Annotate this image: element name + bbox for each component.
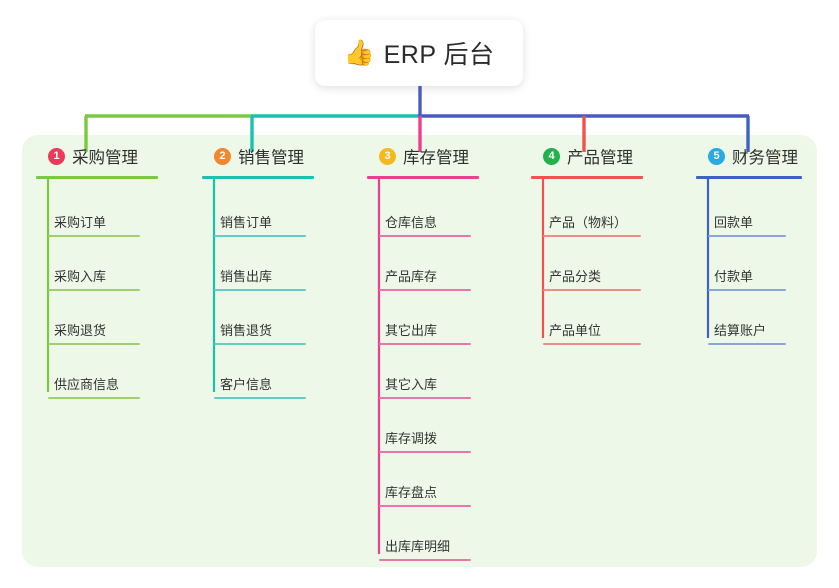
menu-item-label: 回款单 — [714, 215, 754, 230]
menu-item-rule — [379, 343, 471, 345]
category-title: 产品管理 — [567, 149, 633, 167]
branch-column-4: 4 产品管理产品（物料） 产品分类产品单位 — [531, 143, 643, 345]
category-rule — [696, 176, 802, 179]
menu-item-rule — [708, 235, 786, 237]
category-title: 库存管理 — [403, 149, 469, 167]
menu-item-rule — [214, 289, 306, 291]
menu-item[interactable]: 客户信息 — [202, 374, 306, 399]
menu-item-rule — [214, 343, 306, 345]
menu-item[interactable]: 出库库明细 — [367, 536, 471, 561]
menu-item[interactable]: 产品单位 — [531, 320, 641, 345]
menu-item[interactable]: 采购订单 — [36, 212, 140, 237]
menu-item-label: 销售退货 — [220, 323, 273, 338]
menu-item-label: 销售订单 — [220, 215, 273, 230]
category-number-badge: 4 — [543, 147, 560, 165]
menu-item[interactable]: 采购入库 — [36, 266, 140, 291]
menu-item-rule — [379, 397, 471, 399]
category-number-badge: 3 — [379, 147, 396, 165]
menu-item-rule — [48, 343, 140, 345]
menu-item-label: 供应商信息 — [54, 377, 120, 392]
menu-item[interactable]: 回款单 — [696, 212, 786, 237]
branch-column-5: 5 财务管理回款单付款单结算账户 — [696, 143, 802, 345]
category-rule — [531, 176, 643, 179]
menu-item-label: 采购订单 — [54, 215, 107, 230]
diagram-background-panel — [22, 135, 817, 567]
menu-item-label: 库存调拨 — [385, 431, 438, 446]
menu-item-rule — [379, 451, 471, 453]
menu-item-rule — [48, 397, 140, 399]
menu-item[interactable]: 产品分类 — [531, 266, 641, 291]
menu-item-rule — [379, 289, 471, 291]
menu-item-label: 采购退货 — [54, 323, 107, 338]
menu-item-rule — [543, 343, 641, 345]
category-header-2[interactable]: 2 销售管理 — [202, 143, 314, 169]
menu-item-rule — [214, 235, 306, 237]
category-header-5[interactable]: 5 财务管理 — [696, 143, 802, 169]
menu-item-label: 产品单位 — [549, 323, 602, 338]
menu-item-label: 其它出库 — [385, 323, 438, 338]
menu-item-label: 客户信息 — [220, 377, 273, 392]
category-header-3[interactable]: 3 库存管理 — [367, 143, 479, 169]
category-rule — [202, 176, 314, 179]
menu-item[interactable]: 其它出库 — [367, 320, 471, 345]
menu-item[interactable]: 结算账户 — [696, 320, 786, 345]
branch-column-1: 1 采购管理采购订单采购入库采购退货供应商信息 — [36, 143, 158, 399]
menu-item-rule — [708, 343, 786, 345]
menu-item-rule — [379, 235, 471, 237]
menu-item[interactable]: 供应商信息 — [36, 374, 140, 399]
menu-item[interactable]: 仓库信息 — [367, 212, 471, 237]
menu-item[interactable]: 销售订单 — [202, 212, 306, 237]
menu-item-rule — [48, 289, 140, 291]
category-rule — [367, 176, 479, 179]
menu-item-label: 结算账户 — [714, 323, 767, 338]
menu-item-label: 产品库存 — [385, 269, 438, 284]
menu-item[interactable]: 销售退货 — [202, 320, 306, 345]
menu-item-label: 产品（物料） — [549, 215, 628, 230]
menu-item[interactable]: 付款单 — [696, 266, 786, 291]
menu-item-rule — [379, 505, 471, 507]
menu-item-rule — [543, 289, 641, 291]
menu-item[interactable]: 产品（物料） — [531, 212, 641, 237]
category-number-badge: 5 — [708, 147, 725, 165]
menu-item-label: 采购入库 — [54, 269, 107, 284]
menu-item[interactable]: 库存调拨 — [367, 428, 471, 453]
menu-item-label: 仓库信息 — [385, 215, 438, 230]
menu-item-label: 其它入库 — [385, 377, 438, 392]
menu-item-label: 销售出库 — [220, 269, 273, 284]
root-node-title: ERP 后台 — [383, 41, 495, 69]
menu-item-label: 出库库明细 — [385, 539, 451, 554]
category-title: 销售管理 — [238, 149, 304, 167]
menu-item-rule — [214, 397, 306, 399]
category-title: 财务管理 — [732, 149, 798, 167]
menu-item[interactable]: 其它入库 — [367, 374, 471, 399]
category-title: 采购管理 — [72, 149, 138, 167]
menu-item-rule — [48, 235, 140, 237]
branch-column-2: 2 销售管理销售订单销售出库销售退货客户信息 — [202, 143, 314, 399]
menu-item-rule — [708, 289, 786, 291]
menu-item-label: 产品分类 — [549, 269, 602, 284]
root-node-erp-backend[interactable]: 👍 ERP 后台 — [315, 20, 523, 86]
menu-item[interactable]: 产品库存 — [367, 266, 471, 291]
menu-item-rule — [543, 235, 641, 237]
menu-item-label: 付款单 — [714, 269, 754, 284]
category-number-badge: 1 — [48, 147, 65, 165]
menu-item-label: 库存盘点 — [385, 485, 438, 500]
category-header-4[interactable]: 4 产品管理 — [531, 143, 643, 169]
menu-item[interactable]: 库存盘点 — [367, 482, 471, 507]
category-number-badge: 2 — [214, 147, 231, 165]
category-rule — [36, 176, 158, 179]
menu-item-rule — [379, 559, 471, 561]
menu-item[interactable]: 采购退货 — [36, 320, 140, 345]
menu-item[interactable]: 销售出库 — [202, 266, 306, 291]
thumbs-up-icon: 👍 — [343, 38, 375, 67]
branch-column-3: 3 库存管理仓库信息产品库存其它出库其它入库库存调拨库存盘点出库库明细 — [367, 143, 479, 561]
category-header-1[interactable]: 1 采购管理 — [36, 143, 158, 169]
